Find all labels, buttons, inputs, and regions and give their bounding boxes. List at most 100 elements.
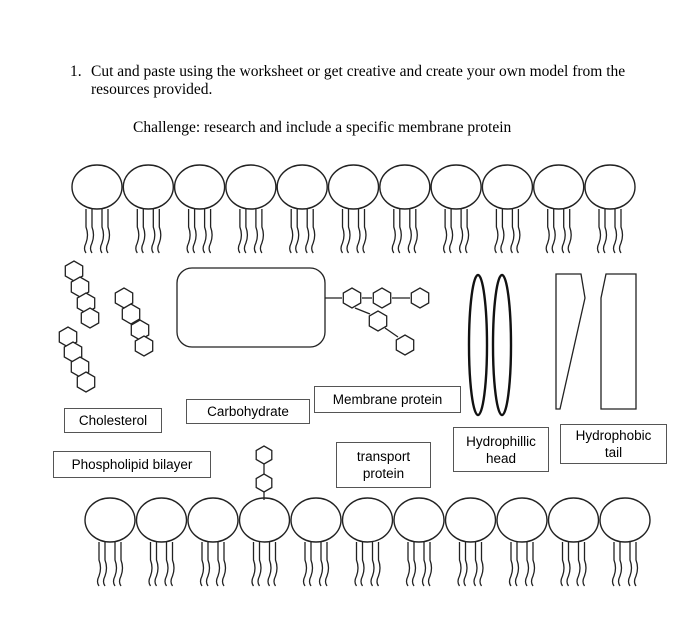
phospholipid-tail: [464, 209, 470, 254]
phospholipid-molecule: [187, 497, 239, 587]
label-membrane-protein[interactable]: Membrane protein: [314, 386, 461, 413]
phospholipid-molecule: [430, 164, 482, 254]
phospholipid-tail: [458, 209, 464, 254]
phospholipid-tail: [154, 542, 159, 587]
instruction-line-2: resources provided.: [91, 81, 213, 98]
phospholipid-head: [135, 497, 188, 543]
phospholipid-molecule: [584, 164, 636, 254]
phospholipid-tail: [251, 542, 256, 587]
phospholipid-head: [290, 497, 342, 543]
phospholipid-tail: [340, 209, 345, 254]
label-cholesterol[interactable]: Cholesterol: [64, 408, 162, 433]
phospholipid-tail: [356, 209, 361, 254]
cholesterol-molecules: [58, 260, 154, 393]
phospholipid-tail: [596, 209, 602, 254]
sugar-ring-icon: [410, 287, 430, 309]
phospholipid-tail: [612, 209, 618, 254]
phospholipid-tail: [118, 542, 124, 587]
label-carbohydrate[interactable]: Carbohydrate: [186, 399, 310, 424]
phospholipid-tail: [311, 209, 316, 254]
phospholipid-tail: [427, 542, 433, 587]
label-hydrophobic-tail[interactable]: Hydrophobic tail: [560, 424, 667, 464]
top-phospholipid-row: [71, 164, 636, 254]
phospholipid-tail: [473, 542, 478, 587]
phospholipid-tail: [545, 209, 550, 254]
phospholipid-molecule: [496, 497, 548, 587]
phospholipid-tail: [259, 209, 265, 254]
phospholipid-tail: [397, 209, 402, 254]
phospholipid-tail: [192, 209, 197, 254]
cholesterol-ring-icon: [134, 335, 154, 357]
phospholipid-tail: [83, 209, 89, 254]
phospholipid-head: [122, 164, 175, 210]
phospholipid-head: [533, 164, 585, 210]
cholesterol-ring-icon: [76, 371, 96, 393]
phospholipid-head: [481, 164, 534, 210]
phospholipid-head: [71, 164, 123, 210]
phospholipid-head: [276, 164, 328, 210]
phospholipid-head: [173, 164, 226, 210]
phospholipid-molecule: [379, 164, 431, 254]
phospholipid-tail: [479, 542, 484, 587]
bond-line: [354, 307, 371, 315]
phospholipid-tail: [157, 209, 162, 254]
phospholipid-tail: [354, 542, 359, 587]
phospholipid-tail: [362, 209, 367, 254]
phospholipid-molecule: [225, 164, 277, 254]
phospholipid-molecule: [327, 164, 380, 254]
phospholipid-tail: [215, 542, 221, 587]
phospholipid-tail: [524, 542, 530, 587]
transport-channel-shapes: [555, 273, 637, 410]
phospholipid-tail: [617, 542, 623, 587]
phospholipid-tail: [463, 542, 468, 587]
phospholipid-tail: [405, 542, 411, 587]
label-phospholipid-bilayer[interactable]: Phospholipid bilayer: [53, 451, 211, 478]
phospholipid-molecule: [84, 497, 136, 587]
phospholipid-tail: [257, 542, 262, 587]
phospholipid-tail: [170, 542, 175, 587]
phospholipid-tail: [164, 542, 169, 587]
label-transport-protein[interactable]: transport protein: [336, 442, 431, 488]
hydrophilic-ellipse-shapes: [467, 273, 513, 417]
phospholipid-tail: [308, 542, 314, 587]
phospholipid-head: [225, 164, 277, 210]
phospholipid-molecule: [547, 497, 600, 587]
challenge-text: Challenge: research and include a specif…: [133, 119, 512, 136]
instruction-line-1: Cut and paste using the worksheet or get…: [91, 63, 626, 80]
phospholipid-tail: [516, 209, 521, 254]
phospholipid-tail: [99, 209, 105, 254]
phospholipid-tail: [618, 209, 624, 254]
phospholipid-tail: [243, 209, 249, 254]
phospholipid-head: [341, 497, 394, 543]
sugar-ring-icon: [255, 445, 273, 465]
phospholipid-tail: [457, 542, 462, 587]
phospholipid-tail: [508, 542, 514, 587]
phospholipid-head: [599, 497, 651, 543]
phospholipid-tail: [530, 542, 536, 587]
phospholipid-tail: [566, 542, 571, 587]
phospholipid-tail: [407, 209, 412, 254]
label-hydrophilic-head[interactable]: Hydrophillic head: [453, 427, 549, 472]
phospholipid-tail: [514, 542, 520, 587]
phospholipid-tail: [411, 542, 417, 587]
phospholipid-tail: [151, 209, 156, 254]
phospholipid-molecule: [71, 164, 123, 254]
phospholipid-molecule: [238, 497, 291, 587]
phospholipid-tail: [135, 209, 140, 254]
phospholipid-tail: [448, 209, 454, 254]
phospholipid-tail: [305, 209, 310, 254]
phospholipid-tail: [633, 542, 639, 587]
cholesterol-ring-icon: [121, 303, 141, 325]
phospholipid-tail: [602, 209, 608, 254]
phospholipid-tail: [208, 209, 213, 254]
phospholipid-tail: [391, 209, 396, 254]
phospholipid-tail: [360, 542, 365, 587]
sugar-ring-icon: [255, 473, 273, 493]
sugar-ring-icon: [342, 287, 362, 309]
phospholipid-tail: [442, 209, 448, 254]
phospholipid-tail: [582, 542, 587, 587]
phospholipid-tail: [567, 209, 572, 254]
phospholipid-head: [444, 497, 497, 543]
question-number: 1.: [70, 63, 82, 80]
